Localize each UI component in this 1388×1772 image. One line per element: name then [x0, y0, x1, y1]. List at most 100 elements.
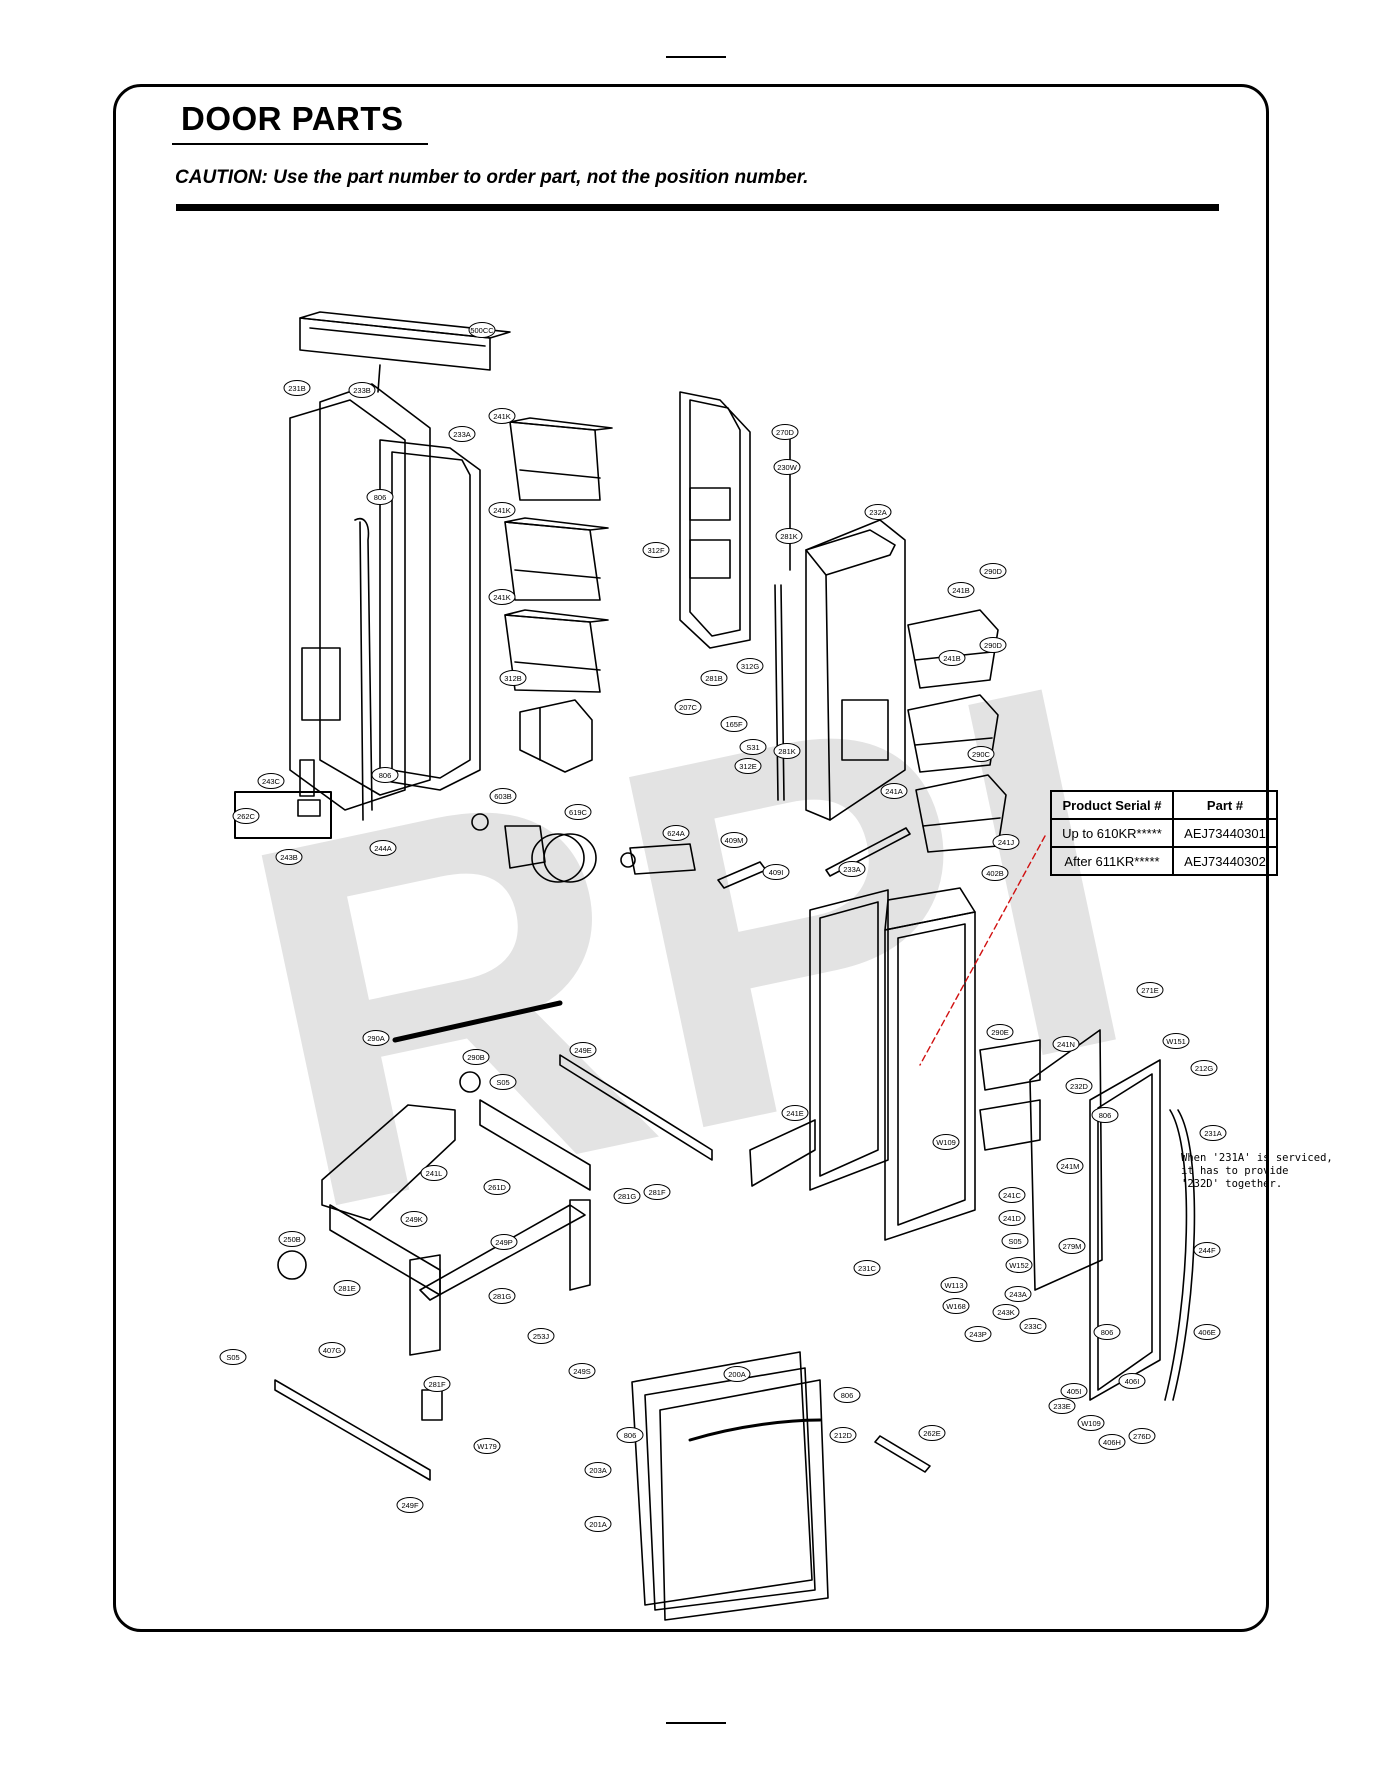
callout-290c: 290C [967, 746, 995, 762]
callout-text: S31 [746, 743, 759, 752]
callout-bubble [981, 865, 1009, 881]
callout-bubble [400, 1211, 428, 1227]
callout-text: 241B [943, 654, 961, 663]
callout-text: 243P [969, 1330, 987, 1339]
callout-text: 250B [283, 1235, 301, 1244]
callout-text: 241K [493, 593, 511, 602]
callout-241n: 241N [1052, 1036, 1080, 1052]
callout-bubble [880, 783, 908, 799]
callout-bubble [1193, 1242, 1221, 1258]
callout-bubble [736, 658, 764, 674]
part-door-bin-3 [504, 609, 609, 693]
callout-text: 232D [1070, 1082, 1089, 1091]
callout-243k: 243K [992, 1304, 1020, 1320]
callout-text: 241B [952, 586, 970, 595]
callout-806: 806 [616, 1427, 644, 1443]
table-header-cell: Product Serial # [1050, 790, 1174, 820]
table-header-row: Product Serial # Part # [1050, 790, 1278, 820]
part-bin-241e [749, 1119, 816, 1187]
callout-bubble [283, 380, 311, 396]
callout-text: 806 [1101, 1328, 1114, 1337]
callout-text: W168 [946, 1302, 966, 1311]
callout-text: 619C [569, 808, 588, 817]
callout-bubble [1019, 1318, 1047, 1334]
callout-241e: 241E [781, 1105, 809, 1121]
callout-text: S05 [1008, 1237, 1021, 1246]
callout-bubble [371, 767, 399, 783]
callout-text: 261D [488, 1183, 507, 1192]
callout-409m: 409M [720, 832, 748, 848]
part-624a [620, 843, 696, 875]
callout-bubble [348, 382, 376, 398]
callout-text: 262C [237, 812, 256, 821]
callout-text: 276D [1133, 1432, 1152, 1441]
callout-bubble [483, 1179, 511, 1195]
callout-806: 806 [1093, 1324, 1121, 1340]
callout-603b: 603B [489, 788, 517, 804]
callout-231c: 231C [853, 1260, 881, 1276]
callout-w152: W152 [1005, 1257, 1033, 1273]
callout-241k: 241K [488, 502, 516, 518]
callout-s05: S05 [489, 1074, 517, 1090]
callout-bubble [613, 1188, 641, 1204]
part-outer-door-231a [1089, 1059, 1161, 1401]
callout-text: 200A [728, 1370, 746, 1379]
callout-text: 290B [467, 1053, 485, 1062]
callout-241b: 241B [947, 582, 975, 598]
callout-bubble [489, 788, 517, 804]
callout-241m: 241M [1056, 1158, 1084, 1174]
callout-bubble [833, 1387, 861, 1403]
callout-806: 806 [366, 489, 394, 505]
callout-bubble [932, 1134, 960, 1150]
callout-bubble [762, 864, 790, 880]
callout-text: 603B [494, 792, 512, 801]
callout-250b: 250B [278, 1231, 306, 1247]
callout-207c: 207C [674, 699, 702, 715]
callout-bubble [773, 459, 801, 475]
callout-bubble [775, 528, 803, 544]
callout-806: 806 [1091, 1107, 1119, 1123]
callout-276d: 276D [1128, 1428, 1156, 1444]
callout-bubble [278, 1231, 306, 1247]
table-cell: Up to 610KR***** [1050, 818, 1174, 848]
part-rail-249e [559, 1054, 713, 1161]
callout-406h: 406H [1098, 1434, 1126, 1450]
callout-w168: W168 [942, 1298, 970, 1314]
callout-text: 806 [841, 1391, 854, 1400]
callout-text: 409I [769, 868, 784, 877]
callout-text: 212D [834, 1431, 853, 1440]
red-leader-line [919, 835, 1046, 1066]
callout-249f: 249F [396, 1497, 424, 1513]
callout-text: 249P [495, 1238, 513, 1247]
callout-281k: 281K [775, 528, 803, 544]
part-right-bin-3 [915, 774, 1007, 853]
callout-bubble [275, 849, 303, 865]
callout-text: 281B [705, 674, 723, 683]
callout-text: 312B [504, 674, 522, 683]
callout-text: W151 [1166, 1037, 1186, 1046]
callout-bubble [739, 739, 767, 755]
callout-bubble [643, 1184, 671, 1200]
callout-text: 243K [997, 1308, 1015, 1317]
callout-619c: 619C [564, 804, 592, 820]
callout-text: 281F [648, 1188, 666, 1197]
callout-bubble [1005, 1257, 1033, 1273]
callout-624a: 624A [662, 825, 690, 841]
callout-bubble [232, 808, 260, 824]
callout-text: 244F [1198, 1246, 1216, 1255]
callout-bubble [674, 699, 702, 715]
callout-bubble [369, 840, 397, 856]
callout-bubble [1190, 1060, 1218, 1076]
callout-bubble [1052, 1036, 1080, 1052]
callout-bubble [967, 746, 995, 762]
callout-text: 270D [776, 428, 795, 437]
callout-text: 241J [998, 838, 1015, 847]
callout-text: 232A [869, 508, 887, 517]
callout-text: 233A [453, 430, 471, 439]
watermark: RPI [204, 572, 1173, 1321]
callout-bubble [947, 582, 975, 598]
callout-bubble [488, 589, 516, 605]
callout-bubble [473, 1438, 501, 1454]
callout-249e: 249E [569, 1042, 597, 1058]
